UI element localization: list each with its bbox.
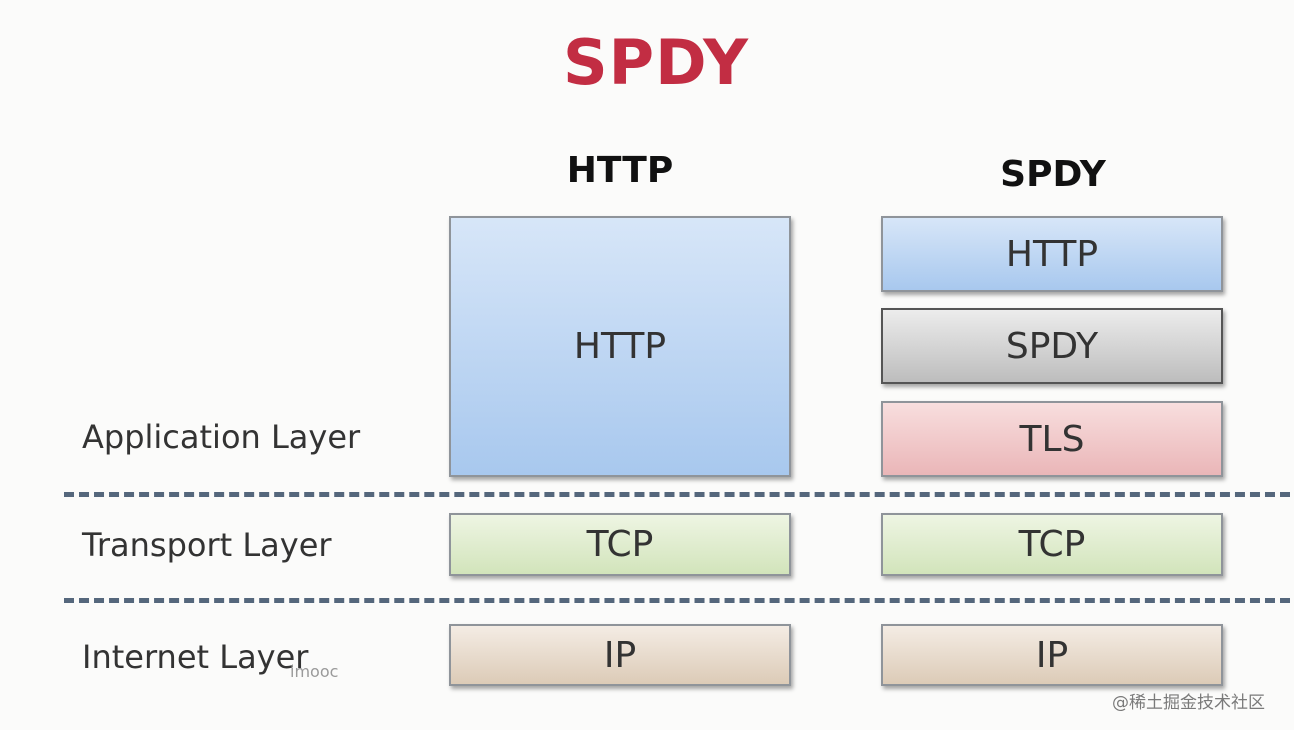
http-application-label: HTTP bbox=[573, 326, 667, 367]
spdy-spdy-box: SPDY bbox=[881, 308, 1223, 384]
http-tcp-label: TCP bbox=[586, 524, 654, 565]
spdy-tls-box: TLS bbox=[881, 401, 1223, 477]
spdy-tcp-box: TCP bbox=[881, 513, 1223, 576]
application-layer-label: Application Layer bbox=[82, 418, 361, 456]
http-column-heading: HTTP bbox=[566, 150, 674, 191]
transport-layer-label: Transport Layer bbox=[82, 526, 332, 564]
spdy-http-box: HTTP bbox=[881, 216, 1223, 292]
spdy-spdy-label: SPDY bbox=[1005, 325, 1099, 367]
internet-layer-label: Internet Layer bbox=[82, 638, 309, 676]
imooc-watermark: imooc bbox=[290, 662, 339, 681]
spdy-ip-box: IP bbox=[881, 624, 1223, 686]
spdy-tls-label: TLS bbox=[1019, 418, 1085, 460]
spdy-ip-label: IP bbox=[1035, 634, 1069, 676]
http-application-box: HTTP bbox=[449, 216, 791, 477]
credit-watermark: @稀土掘金技术社区 bbox=[1112, 693, 1265, 713]
spdy-http-label: HTTP bbox=[1005, 233, 1099, 275]
http-tcp-box: TCP bbox=[449, 513, 791, 576]
spdy-tcp-label: TCP bbox=[1018, 524, 1086, 565]
http-ip-label: IP bbox=[603, 634, 637, 676]
transport-internet-divider bbox=[64, 598, 1290, 603]
http-ip-box: IP bbox=[449, 624, 791, 686]
spdy-column-heading: SPDY bbox=[1000, 154, 1106, 195]
application-transport-divider bbox=[64, 492, 1290, 497]
diagram-title: SPDY bbox=[563, 26, 749, 99]
